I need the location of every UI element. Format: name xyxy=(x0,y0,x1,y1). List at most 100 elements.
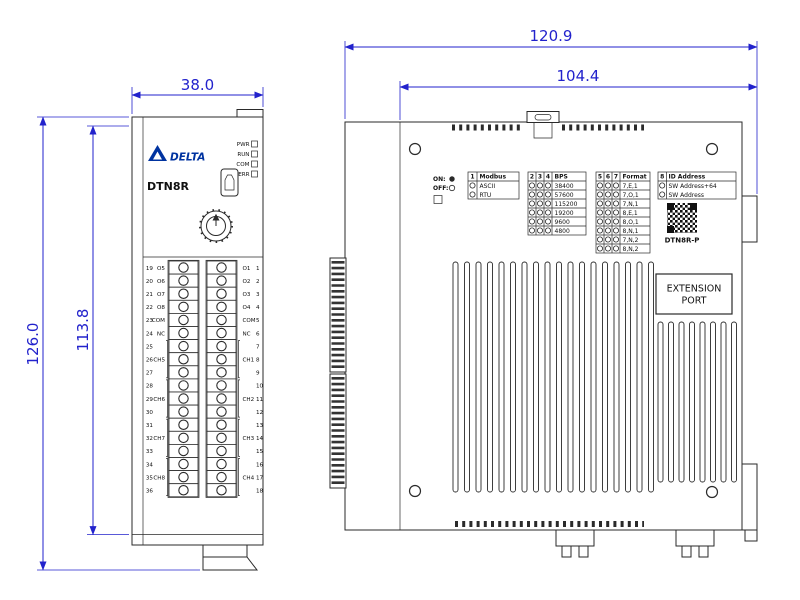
channel-bracket xyxy=(238,379,240,418)
terminal-label: O5 xyxy=(157,266,165,272)
terminal-label: CH2 xyxy=(243,397,255,403)
terminal-number: 28 xyxy=(146,384,154,390)
terminal-cell xyxy=(168,391,199,406)
terminal-cell xyxy=(168,417,199,432)
table-row: 57600 xyxy=(555,192,574,199)
terminal-cell xyxy=(206,378,237,393)
tab-outline xyxy=(526,111,560,123)
dip-switch-dot xyxy=(613,218,619,225)
terminal-number: 26 xyxy=(146,358,154,364)
dip-switch-dot xyxy=(613,182,619,189)
terminal-number: 25 xyxy=(146,344,154,350)
vent-slot xyxy=(464,261,470,493)
dip-switch-dot xyxy=(613,245,619,252)
terminal-label: O7 xyxy=(157,292,165,298)
qr-finder xyxy=(667,226,674,233)
dip-switch-dot xyxy=(605,209,611,216)
table-row: 7,N,2 xyxy=(623,237,639,244)
din-clip-foot xyxy=(744,529,758,542)
terminal-label: O1 xyxy=(243,266,251,272)
terminal-label: O2 xyxy=(243,279,251,285)
vent-slot xyxy=(487,261,493,493)
screw-hole xyxy=(408,484,422,498)
terminal-number: 7 xyxy=(256,344,260,350)
terminal-number: 18 xyxy=(256,489,264,495)
terminal-label: CH4 xyxy=(243,475,255,481)
side-model-label: DTN8R-P xyxy=(665,237,700,245)
terminal-cell xyxy=(168,404,199,419)
table-row: 8,E,1 xyxy=(623,210,638,217)
pwr-led-icon xyxy=(251,140,258,148)
channel-bracket xyxy=(166,340,168,379)
vent-slot xyxy=(498,261,505,493)
dip-switch-dot xyxy=(469,182,476,189)
terminal-number: 23 xyxy=(146,318,154,324)
usb-port-outline xyxy=(220,168,239,197)
dip-table-id-address: 8 ID Address SW Address+64 SW Address xyxy=(657,171,737,200)
terminal-strip-left xyxy=(167,259,200,498)
channel-bracket xyxy=(166,418,168,457)
screw-hole xyxy=(705,485,719,499)
delta-logo-icon: DELTA xyxy=(148,145,205,164)
dip-switch-dot xyxy=(605,245,611,252)
table-row: 19200 xyxy=(555,210,574,217)
terminal-cell xyxy=(206,470,237,485)
terminal-number: 6 xyxy=(256,331,260,337)
terminal-number: 4 xyxy=(256,305,260,311)
terminal-label: NC xyxy=(157,331,165,337)
terminal-number: 22 xyxy=(146,305,153,311)
terminal-label: CH7 xyxy=(153,436,165,442)
dip-switch-dot xyxy=(537,182,543,189)
front-view: DELTA DTN8R PWR RUN COM ERR xyxy=(131,109,264,571)
terminal-cell xyxy=(206,456,237,472)
terminal-cell xyxy=(168,299,199,314)
rotary-address-switch-icon xyxy=(199,209,233,243)
brand-label: DELTA xyxy=(170,152,205,164)
terminal-number: 32 xyxy=(146,436,153,442)
vent-slot xyxy=(689,321,695,483)
dip-switch-dot xyxy=(597,209,603,216)
terminal-number: 33 xyxy=(146,449,154,455)
dip-switch-dot xyxy=(659,191,666,198)
table-header: ID Address xyxy=(669,174,706,181)
led-run-label: RUN xyxy=(237,152,249,158)
terminal-label: O6 xyxy=(157,279,165,285)
table-header: Modbus xyxy=(480,174,507,181)
dimension-annotations: 38.0 126.0 113.8 120.9 104.4 xyxy=(24,27,758,571)
din-rail-clip xyxy=(741,195,758,542)
terminal-cell xyxy=(206,273,237,288)
terminal-cell xyxy=(168,339,199,354)
side-view: ON: OFF: 1 Modbus ASCII RTU 2 3 4 BPS xyxy=(329,111,758,558)
table-header-col: 7 xyxy=(614,174,618,181)
terminal-number: 27 xyxy=(146,371,154,377)
dip-switch-dot xyxy=(529,218,535,225)
terminal-number: 24 xyxy=(146,331,154,337)
terminal-label: CH5 xyxy=(153,358,165,364)
dip-switch-dot xyxy=(613,209,619,216)
strip-outline xyxy=(167,259,200,498)
vent-slot xyxy=(613,261,620,493)
legend-on-label: ON: xyxy=(433,176,446,183)
table-header: Format xyxy=(623,174,647,181)
vent-slot xyxy=(731,321,737,483)
model-label: DTN8R xyxy=(147,180,189,193)
dip-switch-dot xyxy=(529,209,535,216)
terminal-number: 2 xyxy=(256,279,260,285)
dip-switch-dot xyxy=(605,182,611,189)
terminal-number: 11 xyxy=(256,397,264,403)
terminal-cell xyxy=(206,430,237,445)
terminal-number: 15 xyxy=(256,449,264,455)
terminal-label: COM xyxy=(243,318,256,324)
dip-switch-dot xyxy=(537,209,543,216)
extension-port-label-line1: EXTENSION xyxy=(667,284,722,295)
channel-bracket xyxy=(166,458,168,497)
terminal-number: 36 xyxy=(146,489,154,495)
table-row: 9600 xyxy=(555,219,570,226)
terminal-cell xyxy=(168,260,199,275)
terminal-label: O4 xyxy=(243,305,251,311)
vent-slot xyxy=(567,261,574,493)
terminal-cell xyxy=(206,483,237,498)
table-outline xyxy=(657,171,737,200)
terminal-number: 20 xyxy=(146,279,154,285)
usb-port-icon xyxy=(220,168,239,197)
